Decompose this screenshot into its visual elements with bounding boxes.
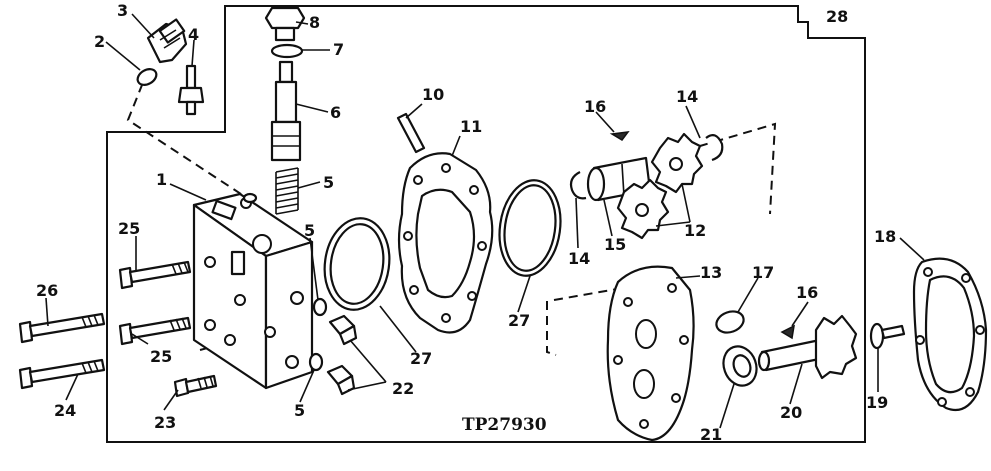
callout-4: 4: [188, 25, 199, 44]
screw-part-23: [173, 374, 218, 398]
bolt-part-lower-25: [118, 316, 192, 346]
fitting-part: [146, 18, 188, 64]
callout-1: 1: [156, 170, 167, 189]
callout-9: 8: [309, 13, 320, 32]
callout-12: 12: [684, 221, 706, 240]
callout-3: 3: [117, 1, 128, 20]
gasket-part-18: [912, 257, 988, 412]
callout-14-upper: 14: [676, 87, 698, 106]
leader-lines: [45, 13, 925, 429]
callout-11: 11: [460, 117, 482, 136]
callout-23: 23: [154, 413, 176, 432]
gear-part-12-upper: [650, 132, 704, 194]
bolt-part-24: [18, 358, 106, 390]
callout-27-left: 27: [410, 349, 432, 368]
o-ring-part-5-lower: [308, 352, 324, 372]
callout-5-upper: 5: [304, 221, 315, 240]
snap-ring-part-14-right: [705, 134, 724, 162]
bearing-part-21: [722, 345, 758, 387]
callout-17: 17: [752, 263, 774, 282]
callout-18: 18: [874, 227, 896, 246]
callout-2: 2: [94, 32, 105, 51]
seal-part-17: [715, 310, 745, 334]
bolt-part-26: [18, 312, 106, 344]
gear-housing-part-11: [397, 152, 494, 334]
callout-13: 13: [700, 263, 722, 282]
callout-25-lower: 25: [150, 347, 172, 366]
spring-part: [275, 167, 299, 215]
callout-22: 22: [392, 379, 414, 398]
seal-ring-part-27-left: [323, 217, 391, 311]
figure-id-label: TP27930: [462, 415, 547, 435]
callout-5-lower: 5: [294, 401, 305, 420]
callout-26: 26: [36, 281, 58, 300]
callout-27-right: 27: [508, 311, 530, 330]
callout-8: 7: [333, 40, 344, 59]
small-o-ring-part: [242, 192, 258, 204]
o-ring-part: [136, 68, 158, 86]
callout-28: 28: [826, 7, 848, 26]
callout-24: 24: [54, 401, 76, 420]
plug-part: [177, 64, 205, 116]
bolt-part-upper-25: [118, 260, 192, 290]
key-part-16-upper: [609, 131, 630, 141]
callout-21: 21: [700, 425, 722, 444]
callout-19: 19: [866, 393, 888, 412]
gear-part-12-lower: [616, 178, 670, 240]
seal-washer-part-19: [869, 322, 906, 350]
callout-16-upper: 16: [584, 97, 606, 116]
callout-14-lower: 14: [568, 249, 590, 268]
valve-spool-part: [270, 60, 302, 162]
callout-7: 6: [330, 103, 341, 122]
o-ring-part-5-upper: [312, 297, 328, 317]
seal-ring-part-27-right: [498, 179, 562, 277]
drive-shaft-part-20: [757, 314, 858, 380]
snap-ring-part-14-left: [569, 171, 587, 200]
callout-6: 5: [323, 173, 334, 192]
washer-part: [270, 43, 304, 59]
callout-20: 20: [780, 403, 802, 422]
dowel-pin-part-10: [396, 112, 426, 154]
callout-10: 10: [422, 85, 444, 104]
valve-body-part: [192, 192, 314, 390]
key-part-16-lower: [780, 324, 795, 340]
cap-part: [264, 6, 306, 42]
plug-part-22-upper: [328, 314, 358, 346]
callout-25-upper: 25: [118, 219, 140, 238]
callout-16-lower: 16: [796, 283, 818, 302]
callout-15: 15: [604, 235, 626, 254]
end-plate-part-13: [606, 265, 695, 442]
